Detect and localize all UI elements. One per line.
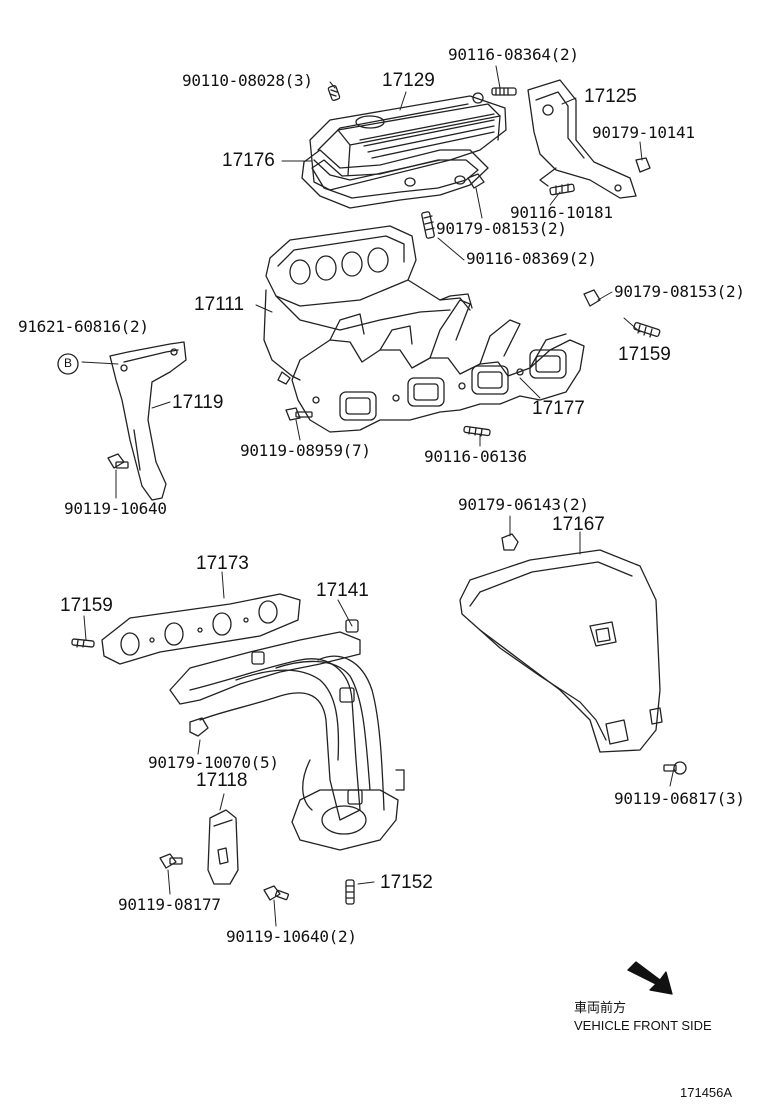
intake-manifold-17111	[263, 225, 473, 381]
marker-b-letter: B	[63, 356, 72, 370]
stud-17159-lower	[71, 638, 95, 648]
label-17176[interactable]: 17176	[222, 150, 275, 171]
gasket-17173	[101, 593, 301, 665]
stud-90110-08028	[327, 84, 341, 102]
exhaust-manifold-17141	[169, 619, 405, 851]
label-90119-06817[interactable]: 90119-06817(3)	[614, 789, 745, 808]
label-90116-06136[interactable]: 90116-06136	[424, 447, 527, 466]
label-90116-08364[interactable]: 90116-08364(2)	[448, 45, 579, 64]
nut-90179-08153-upper	[467, 173, 485, 189]
stud-90116-06136	[463, 425, 491, 437]
nut-90179-08153-right	[583, 289, 601, 307]
label-17173[interactable]: 17173	[196, 553, 249, 574]
label-90179-10070[interactable]: 90179-10070(5)	[148, 753, 279, 772]
stud-17152	[345, 879, 355, 905]
stud-17159-upper	[633, 321, 661, 338]
label-90116-10181[interactable]: 90116-10181	[510, 203, 613, 222]
label-90116-08369[interactable]: 90116-08369(2)	[466, 249, 597, 268]
nut-90179-10141	[635, 157, 651, 173]
bracket-17125	[527, 79, 637, 199]
label-90119-08177[interactable]: 90119-08177	[118, 895, 221, 914]
label-17159-upper[interactable]: 17159	[618, 344, 671, 365]
label-17167[interactable]: 17167	[552, 514, 605, 535]
label-17159-lower[interactable]: 17159	[60, 595, 113, 616]
direction-note-english: VEHICLE FRONT SIDE	[574, 1018, 712, 1033]
bolt-90119-10640-lower	[263, 885, 290, 901]
label-90179-08153-upper[interactable]: 90179-08153(2)	[436, 219, 567, 238]
label-90179-08153-right[interactable]: 90179-08153(2)	[614, 282, 745, 301]
reference-number: 171456A	[680, 1085, 733, 1100]
insulator-17118	[207, 809, 239, 885]
intake-runners	[277, 299, 585, 433]
label-17111[interactable]: 17111	[194, 294, 245, 315]
label-17125[interactable]: 17125	[584, 86, 637, 107]
cover-17129	[309, 92, 507, 191]
label-90119-10640-left[interactable]: 90119-10640	[64, 499, 167, 518]
bolt-90119-06817	[663, 761, 687, 775]
label-91621-60816[interactable]: 91621-60816(2)	[18, 317, 149, 336]
label-90119-08959[interactable]: 90119-08959(7)	[240, 441, 371, 460]
arrow-icon	[627, 961, 673, 995]
direction-note-japanese: 車両前方	[574, 1000, 627, 1015]
label-17129[interactable]: 17129	[382, 70, 435, 91]
nut-90179-06143	[501, 533, 519, 551]
heat-insulator-17167	[459, 549, 663, 753]
nut-90179-10070	[189, 717, 209, 737]
stud-90116-08369	[421, 211, 435, 239]
label-17152[interactable]: 17152	[380, 872, 433, 893]
label-90119-10640-lower[interactable]: 90119-10640(2)	[226, 927, 357, 946]
bolt-90119-08959	[285, 407, 313, 421]
label-17119[interactable]: 17119	[172, 392, 224, 413]
stud-90116-08364	[491, 87, 517, 96]
leader-lines	[81, 65, 675, 927]
bracket-17119	[109, 341, 187, 501]
label-90110-08028[interactable]: 90110-08028(3)	[182, 71, 313, 90]
label-17118[interactable]: 17118	[196, 770, 248, 791]
label-90179-06143[interactable]: 90179-06143(2)	[458, 495, 589, 514]
gasket-17176	[301, 149, 489, 209]
label-90179-10141[interactable]: 90179-10141	[592, 123, 695, 142]
marker-b	[57, 353, 79, 375]
label-17177[interactable]: 17177	[532, 398, 585, 419]
label-17141[interactable]: 17141	[316, 580, 369, 601]
stud-90116-10181	[549, 183, 575, 196]
bolt-90119-08177	[159, 853, 183, 869]
bolt-90119-10640-left	[107, 453, 129, 469]
